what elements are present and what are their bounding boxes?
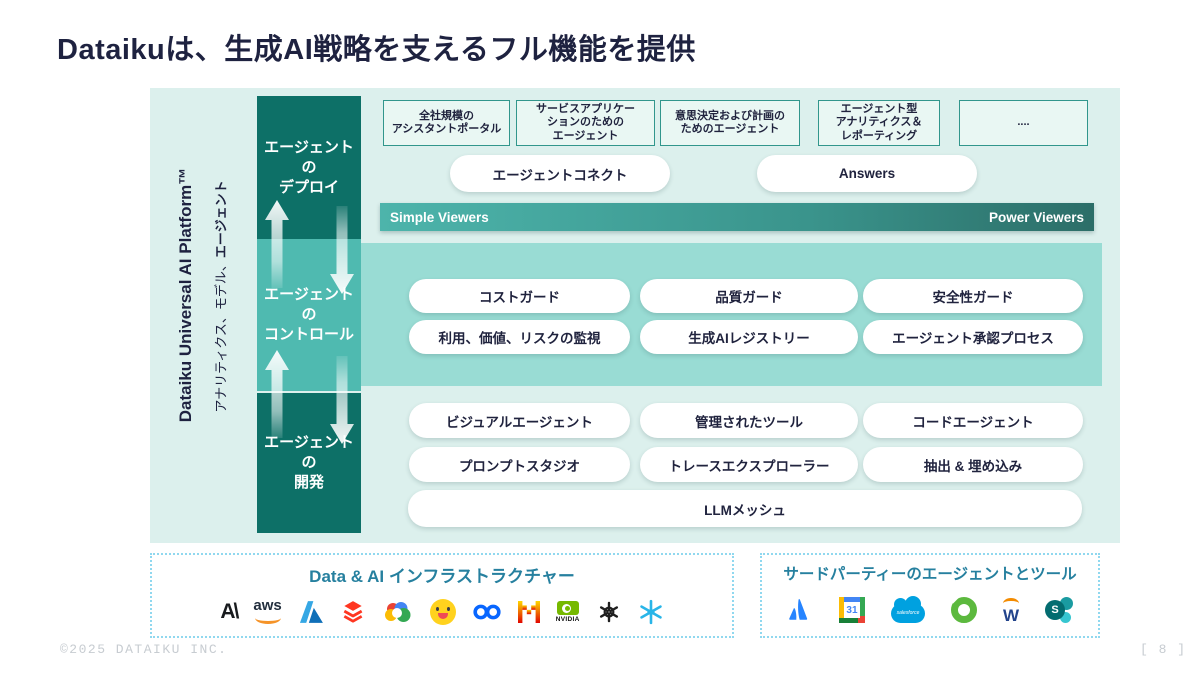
anthropic-logo-icon: A\ (220, 599, 239, 624)
arrow-down-icon (330, 206, 354, 294)
copyright-text: ©2025 DATAIKU INC. (60, 642, 228, 657)
layer-label-line: エージェント (264, 138, 354, 156)
platform-vertical-title: Dataiku Universal AI Platform™ (176, 167, 195, 423)
layer-label-line: コントロール (263, 326, 354, 343)
atlassian-logo-icon (785, 597, 813, 623)
layer-label-line: の (301, 454, 317, 471)
infrastructure-title: Data & AI インフラストラクチャー (309, 567, 575, 586)
use-case-box-service-app-agents: サービスアプリケー ションのための エージェント (516, 100, 655, 146)
simple-viewers-label: Simple Viewers (390, 209, 489, 225)
box-line: ためのエージェント (680, 123, 780, 135)
sharepoint-logo-icon: S (1045, 597, 1075, 623)
azure-logo-icon (298, 600, 324, 624)
workday-arc (1002, 597, 1019, 609)
box-line: アナリティクス＆ (835, 116, 923, 129)
pill-quality-guard: 品質ガード (640, 279, 858, 313)
pill-agent-approval-process: エージェント承認プロセス (863, 320, 1083, 354)
page-number: [ 8 ] (1140, 642, 1187, 657)
layer-label-line: の (301, 306, 317, 323)
layer-label-line: の (301, 158, 317, 176)
sharepoint-circles: S (1045, 597, 1075, 623)
page-title: Dataikuは、生成AI戦略を支えるフル機能を提供 (57, 34, 696, 66)
layer-label-line: エージェント (264, 286, 354, 303)
box-line: .... (1017, 116, 1030, 129)
pill-llm-mesh: LLMメッシュ (408, 490, 1082, 527)
pill-prompt-studio: プロンプトスタジオ (409, 447, 630, 482)
salesforce-cloud: salesforce (890, 595, 925, 623)
green-ring-mark (950, 597, 977, 623)
salesforce-logo-icon: salesforce (890, 595, 925, 623)
use-case-box-decision-agents: 意思決定および計画の ためのエージェント (660, 100, 800, 146)
aws-smile-arc (254, 612, 281, 624)
sharepoint-s-glyph: S (1045, 600, 1066, 620)
pill-visual-agents: ビジュアルエージェント (409, 403, 630, 438)
hugging-face-logo-icon (429, 598, 456, 625)
third-party-box: サードパーティーのエージェントとツール 31 salesforce W S (760, 553, 1100, 638)
workday-logo-icon: W (1002, 597, 1020, 625)
box-line: エージェント (552, 129, 619, 142)
vertical-subtitle-bold: エージェント (213, 180, 229, 259)
control-section-background (361, 243, 1102, 386)
power-viewers-label: Power Viewers (988, 209, 1084, 225)
box-line: サービスアプリケー (536, 102, 635, 115)
layer-label-line: エージェント (264, 434, 354, 451)
google-calendar-frame: 31 (838, 597, 865, 623)
third-party-logo-row: 31 salesforce W S (785, 584, 1075, 636)
meta-logo-icon (472, 603, 502, 621)
calendar-day-number: 31 (843, 602, 860, 618)
arrow-up-icon (265, 200, 289, 288)
snowflake-logo-icon (638, 599, 664, 625)
salesforce-wordmark: salesforce (896, 610, 920, 616)
vertical-subtitle-regular: アナリティクス、モデル、 (213, 258, 229, 413)
box-line: レポーティング (840, 129, 918, 142)
pill-answers: Answers (757, 155, 977, 192)
pill-trace-explorer: トレースエクスプローラー (640, 447, 858, 482)
pill-genai-registry: 生成AIレジストリー (640, 320, 858, 354)
nvidia-wordmark: NVIDIA (555, 615, 580, 623)
box-line: エージェント型 (840, 102, 918, 115)
platform-vertical-subtitle: アナリティクス、モデル、エージェント (211, 97, 230, 497)
mistral-logo-icon (517, 600, 540, 623)
pill-safety-guard: 安全性ガード (863, 279, 1083, 313)
green-ring-logo-icon (950, 597, 977, 623)
nvidia-logo-icon: NVIDIA (555, 600, 580, 623)
anthropic-glyph: A\ (220, 599, 239, 623)
layer-label-line: デプロイ (278, 178, 339, 196)
use-case-box-more: .... (959, 100, 1088, 146)
openai-logo-icon (596, 599, 622, 625)
pill-usage-value-risk-monitoring: 利用、価値、リスクの監視 (409, 320, 630, 354)
databricks-logo-icon (340, 599, 366, 625)
pill-managed-tools: 管理されたツール (640, 403, 858, 438)
aws-glyph: aws (253, 596, 282, 614)
pill-extract-embed: 抽出 & 埋め込み (863, 447, 1083, 482)
nvidia-eye (556, 600, 579, 615)
workday-w-glyph: W (1002, 605, 1020, 625)
viewers-bar: Simple Viewers Power Viewers (380, 203, 1094, 231)
box-line: 全社規模の (419, 109, 474, 122)
pill-agent-connect: エージェントコネクト (450, 155, 670, 192)
layer-label-line: 開発 (293, 474, 324, 491)
arrow-up-icon (265, 350, 289, 438)
infrastructure-logo-row: A\ aws NVIDIA (220, 587, 663, 636)
box-line: ションのための (547, 116, 624, 129)
google-calendar-logo-icon: 31 (838, 597, 865, 623)
third-party-title: サードパーティーのエージェントとツール (783, 566, 1077, 583)
infrastructure-box: Data & AI インフラストラクチャー A\ aws NVIDIA (150, 553, 734, 638)
use-case-box-agentic-analytics: エージェント型 アナリティクス＆ レポーティング (818, 100, 940, 146)
box-line: 意思決定および計画の (675, 109, 785, 122)
arrow-down-icon (330, 356, 354, 444)
pill-cost-guard: コストガード (409, 279, 630, 313)
pill-code-agents: コードエージェント (863, 403, 1083, 438)
box-line: アシスタントポータル (391, 123, 502, 135)
aws-logo-icon: aws (253, 596, 282, 624)
google-cloud-logo-icon (382, 601, 414, 623)
hugging-face-smiley (429, 598, 456, 625)
use-case-box-assistant-portal: 全社規模の アシスタントポータル (383, 100, 510, 146)
